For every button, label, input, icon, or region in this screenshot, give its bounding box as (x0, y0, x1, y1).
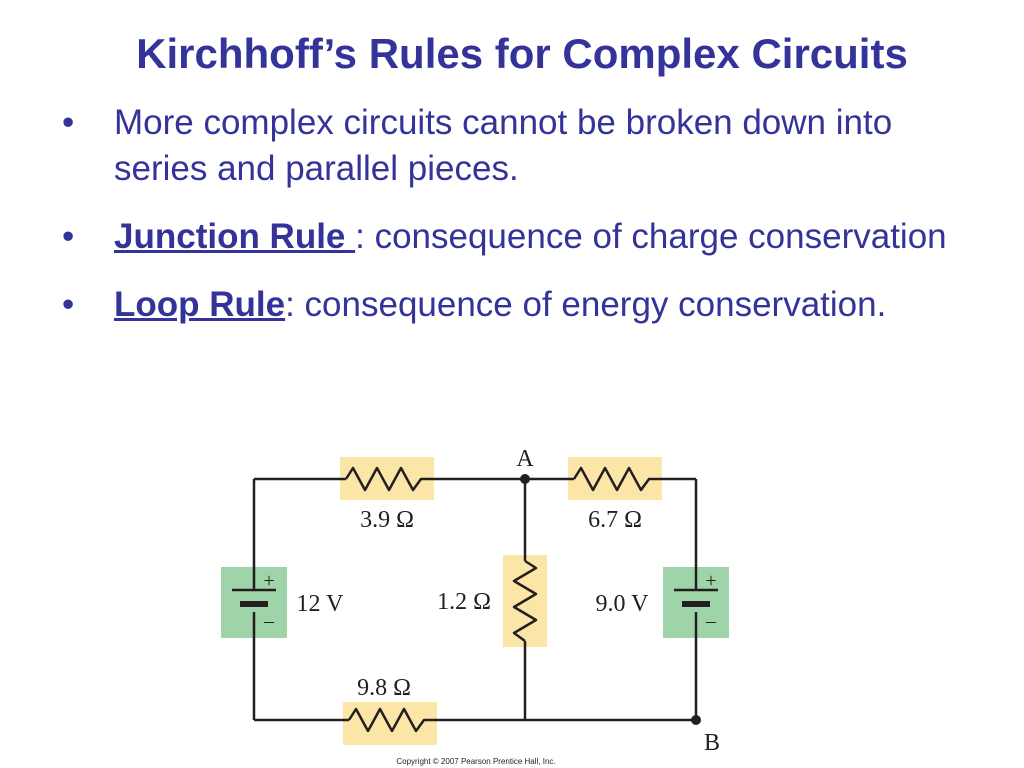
resistor-top-right-label: 6.7 Ω (588, 507, 642, 533)
bullet-item-2: • Junction Rule : consequence of charge … (62, 214, 962, 260)
bullet-item-3: • Loop Rule: consequence of energy conse… (62, 282, 962, 328)
bullet-item-1: • More complex circuits cannot be broken… (62, 100, 962, 192)
bullet-dot: • (62, 217, 75, 256)
bullet-list: • More complex circuits cannot be broken… (62, 100, 962, 350)
node-a-dot (520, 474, 530, 484)
resistor-top-left (344, 466, 428, 492)
resistor-highlight-top-right (568, 457, 662, 500)
copyright-text: Copyright © 2007 Pearson Prentice Hall, … (396, 757, 555, 766)
resistor-highlight-top-left (340, 457, 434, 500)
bullet-dot: • (62, 103, 75, 142)
slide-title: Kirchhoff’s Rules for Complex Circuits (136, 30, 908, 77)
resistor-bottom-label: 9.8 Ω (357, 675, 411, 701)
bullet-text: More complex circuits cannot be broken d… (114, 103, 893, 188)
battery-right-plus: + (705, 570, 716, 592)
bullet-dot: • (62, 285, 75, 324)
battery-left-minus: – (263, 610, 275, 632)
node-b-dot (691, 715, 701, 725)
node-b-label: B (704, 730, 720, 756)
circuit-wires (232, 466, 718, 733)
resistor-top-right (572, 466, 656, 492)
junction-rule-term: Junction Rule (114, 217, 356, 256)
resistor-middle (512, 559, 538, 643)
battery-right-minus: – (705, 610, 717, 632)
battery-left-plus: + (263, 570, 274, 592)
battery-right-label: 9.0 V (596, 591, 650, 617)
resistor-top-left-label: 3.9 Ω (360, 507, 414, 533)
loop-rule-term: Loop Rule (114, 285, 286, 324)
resistor-bottom (347, 707, 431, 733)
node-a-label: A (516, 446, 534, 472)
battery-left-label: 12 V (297, 591, 345, 617)
bullet-text: : consequence of energy conservation. (285, 285, 887, 324)
circuit-diagram: A B 3.9 Ω 6.7 Ω 1.2 Ω 9.8 Ω 12 V 9.0 V +… (221, 446, 729, 766)
resistor-middle-label: 1.2 Ω (437, 589, 491, 615)
bullet-text: : consequence of charge conservation (355, 217, 947, 256)
